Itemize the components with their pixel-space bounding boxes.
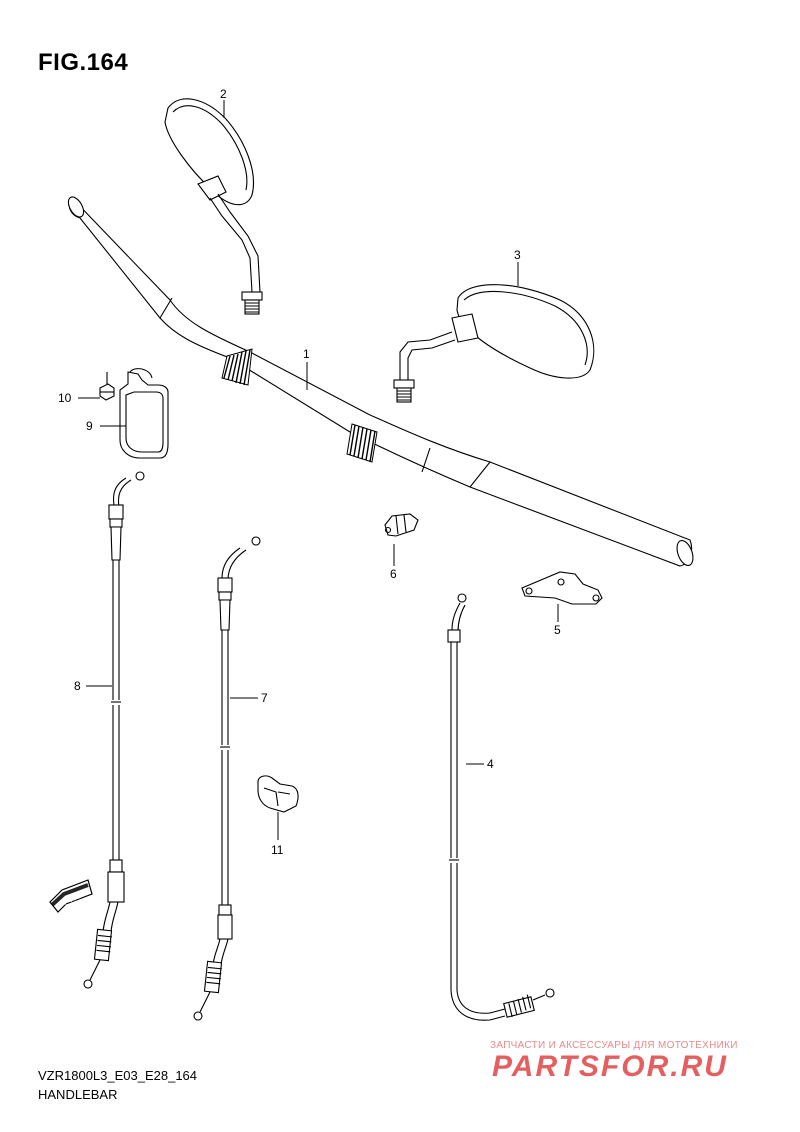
figure-title: FIG.164 <box>38 49 129 76</box>
clutch-cable-part[interactable] <box>447 593 555 1021</box>
bracket-part[interactable] <box>521 571 603 605</box>
clamp-part[interactable] <box>384 513 419 537</box>
section-name: HANDLEBAR <box>38 1087 118 1102</box>
callout-4: 4 <box>487 757 494 771</box>
callout-1: 1 <box>303 347 310 361</box>
grip-band-right <box>346 423 378 463</box>
callout-9: 9 <box>86 419 93 433</box>
mirror-left-part[interactable] <box>164 98 263 315</box>
watermark-tagline: ЗАПЧАСТИ И АКСЕССУАРЫ ДЛЯ МОТОТЕХНИКИ <box>490 1040 738 1051</box>
callout-5: 5 <box>554 623 561 637</box>
callout-3: 3 <box>514 248 521 262</box>
callout-11: 11 <box>271 843 284 857</box>
handlebar-part[interactable] <box>65 194 696 567</box>
model-code: VZR1800L3_E03_E28_164 <box>38 1068 198 1083</box>
callout-10: 10 <box>58 391 72 405</box>
holder-part[interactable] <box>119 368 169 459</box>
callout-8: 8 <box>74 679 81 693</box>
callout-7: 7 <box>261 691 268 705</box>
callout-2: 2 <box>220 87 227 101</box>
mirror-right-part[interactable] <box>393 284 595 403</box>
callout-leaders <box>78 100 559 840</box>
fwd-direction-badge: FWD <box>49 879 93 913</box>
grip-band-left <box>221 348 253 386</box>
clip-part[interactable] <box>257 775 299 813</box>
callout-6: 6 <box>390 567 397 581</box>
callout-labels: 1 2 3 4 5 6 7 8 9 10 11 <box>58 87 561 857</box>
throttle-cable-middle-part[interactable] <box>193 536 261 1021</box>
screw-part[interactable] <box>99 372 115 401</box>
throttle-cable-left-part[interactable] <box>83 471 145 989</box>
watermark-logo: PARTSFOR.RU <box>492 1050 728 1083</box>
